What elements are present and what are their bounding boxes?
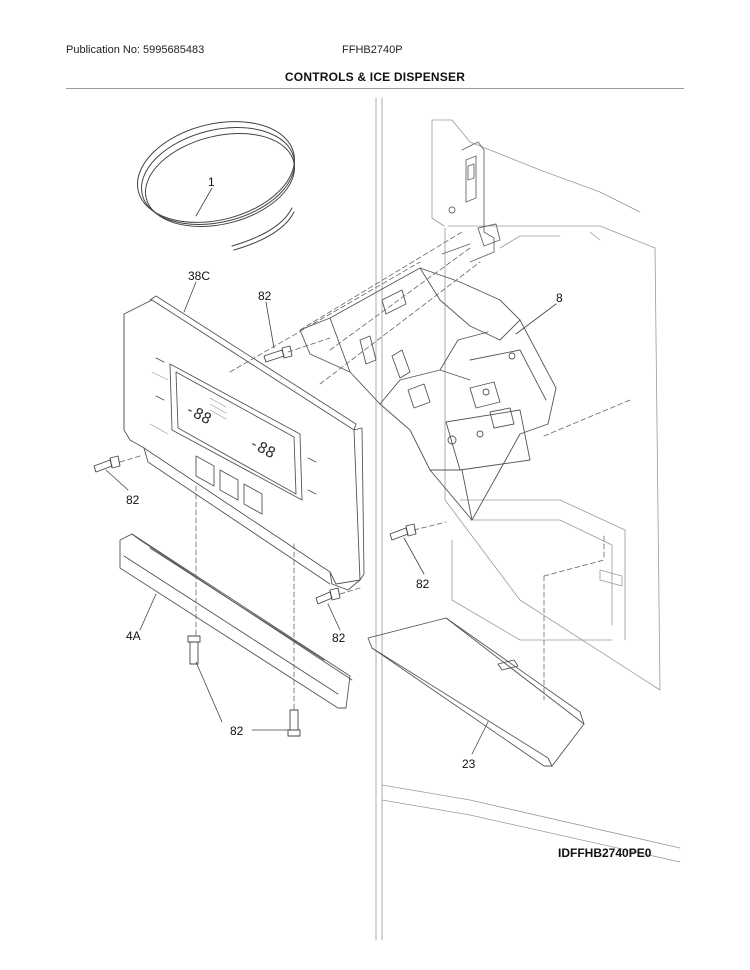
header-rule	[66, 88, 684, 89]
callout-8: 8	[556, 291, 563, 305]
screw-bottom-right-icon	[287, 709, 301, 737]
page-title: CONTROLS & ICE DISPENSER	[284, 70, 466, 84]
model-number: FFHB2740P	[342, 44, 403, 56]
assembly-guide-lines	[119, 231, 631, 711]
water-tubing	[137, 121, 296, 251]
callout-82-bottom: 82	[230, 724, 244, 738]
callout-1: 1	[208, 175, 215, 189]
callout-82-top: 82	[258, 289, 272, 303]
callout-82-left: 82	[126, 493, 140, 507]
publication-number: Publication No: 5995685483	[66, 44, 205, 56]
refrigerator-cabinet	[375, 97, 681, 941]
screw-top-icon	[263, 345, 293, 363]
screw-bottom-mid-icon	[315, 587, 341, 605]
display-digits-right: -88	[246, 434, 278, 463]
display-digits-left: -88	[182, 400, 214, 429]
screw-left-icon	[93, 455, 121, 473]
callout-82-right: 82	[416, 577, 430, 591]
trim-piece	[119, 533, 353, 709]
leader-lines	[105, 187, 557, 755]
screw-bottom-left-icon	[187, 635, 201, 665]
diagram-reference-id: IDFFHB2740PE0	[558, 846, 652, 860]
dispenser-housing-upper	[441, 141, 501, 263]
drip-tray	[367, 617, 585, 767]
control-panel-housing: -88 -88	[123, 295, 365, 591]
screw-right-icon	[389, 523, 417, 541]
dispenser-assembly	[299, 267, 557, 521]
callout-labels: 1 38C 82 8 82 82 82 4A 82 23	[126, 175, 563, 771]
callout-4a: 4A	[126, 629, 141, 643]
callout-23: 23	[462, 757, 476, 771]
screws	[93, 345, 417, 737]
callout-82-mid: 82	[332, 631, 346, 645]
callout-38c: 38C	[188, 269, 210, 283]
